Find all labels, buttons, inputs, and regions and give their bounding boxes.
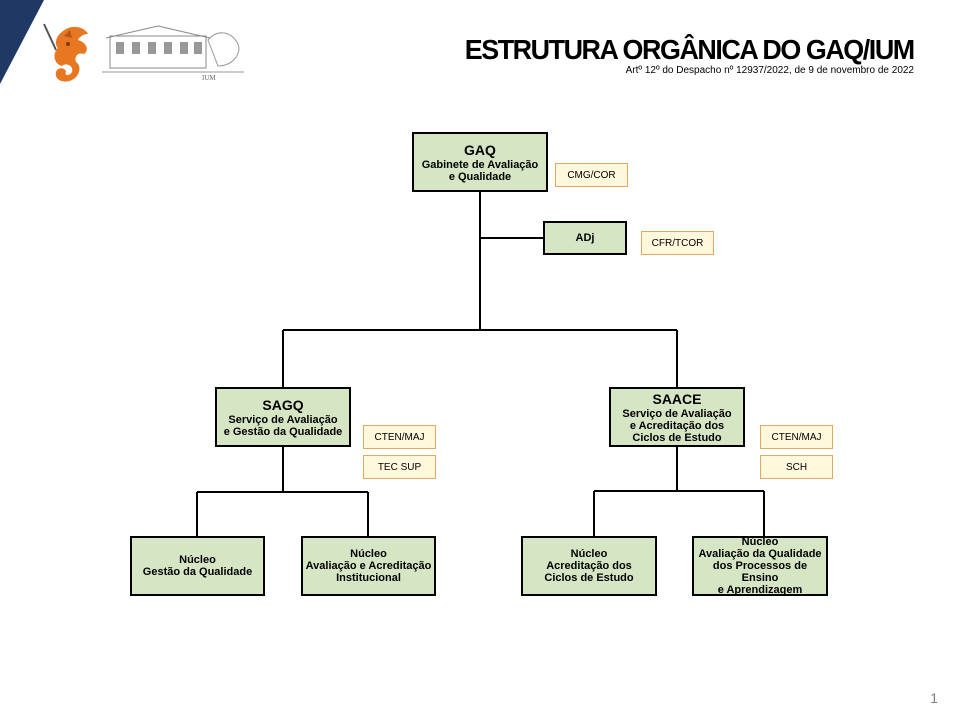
unit-adj-abbr: ADj: [575, 231, 595, 244]
unit-sagq-abbr: SAGQ: [262, 396, 304, 413]
unit-gaq-abbr: GAQ: [464, 141, 496, 158]
tag-sagq-staff: TEC SUP: [363, 455, 436, 479]
unit-saace: SAACE Serviço de Avaliação e Acreditação…: [609, 387, 745, 447]
unit-gaq-name: Gabinete de Avaliação e Qualidade: [421, 158, 539, 183]
unit-adj: ADj: [543, 221, 627, 255]
unit-gaq: GAQ Gabinete de Avaliação e Qualidade: [412, 132, 548, 192]
unit-nucleo-avaliacao-acreditacao-institucional: Núcleo Avaliação e Acreditação Instituci…: [301, 536, 436, 596]
unit-nucleo-avaliacao-acreditacao-institucional-name: Núcleo Avaliação e Acreditação Instituci…: [305, 548, 432, 584]
page-subtitle: Artº 12º do Despacho nº 12937/2022, de 9…: [625, 65, 914, 76]
tag-saace-rank: CTEN/MAJ: [760, 425, 833, 449]
building-logo-icon: IUM: [102, 25, 244, 82]
tag-adj-rank: CFR/TCOR: [641, 231, 714, 255]
corner-accent: [0, 0, 44, 84]
page-number: 1: [930, 690, 938, 706]
unit-nucleo-avaliacao-processos-ensino: Núcleo Avaliação da Qualidade dos Proces…: [692, 536, 828, 596]
unit-sagq: SAGQ Serviço de Avaliação e Gestão da Qu…: [215, 387, 351, 447]
unit-nucleo-avaliacao-processos-ensino-name: Núcleo Avaliação da Qualidade dos Proces…: [698, 536, 822, 596]
page-title: ESTRUTURA ORGÂNICA DO GAQ/IUM: [464, 34, 915, 65]
unit-saace-abbr: SAACE: [652, 390, 702, 407]
logo-caption: IUM: [202, 74, 216, 82]
unit-nucleo-acreditacao-ciclos-name: Núcleo Acreditação dos Ciclos de Estudo: [544, 548, 634, 584]
tag-gaq-rank: CMG/COR: [555, 163, 628, 187]
dragon-emblem-icon: [43, 23, 88, 82]
unit-nucleo-gestao-qualidade: Núcleo Gestão da Qualidade: [130, 536, 265, 596]
unit-nucleo-acreditacao-ciclos: Núcleo Acreditação dos Ciclos de Estudo: [521, 536, 657, 596]
tag-sagq-rank: CTEN/MAJ: [363, 425, 436, 449]
tag-saace-staff: SCH: [760, 455, 833, 479]
unit-nucleo-gestao-qualidade-name: Núcleo Gestão da Qualidade: [142, 554, 253, 578]
unit-saace-name: Serviço de Avaliação e Acreditação dos C…: [622, 407, 732, 444]
unit-sagq-name: Serviço de Avaliação e Gestão da Qualida…: [223, 413, 343, 438]
